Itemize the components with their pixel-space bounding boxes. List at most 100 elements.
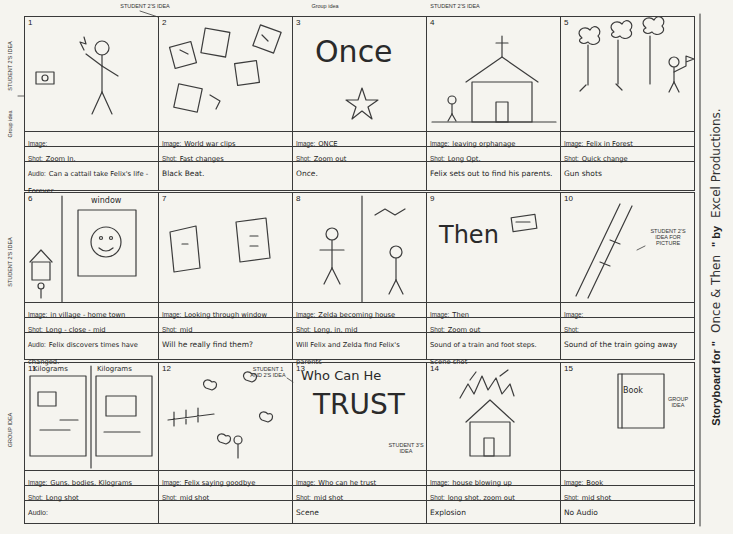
image-row: Image:World war clips	[159, 131, 292, 146]
field-value: No Audio	[564, 508, 598, 517]
annotation-note: STUDENT 2'S IDEA FOR PICTURE	[644, 228, 692, 246]
audio-row: Audio:Felix discovers times have changed…	[25, 332, 158, 360]
field-value: Zelda becoming house	[318, 311, 395, 319]
picture-text: Then	[439, 223, 499, 247]
image-row: Image:ONCE	[293, 131, 426, 146]
picture-text: Who Can He	[301, 369, 381, 382]
field-label: Image:	[162, 140, 181, 147]
field-value: mid	[180, 326, 193, 334]
field-label: Shot:	[28, 494, 43, 501]
field-label: Shot:	[28, 155, 43, 162]
panel-number: 1	[28, 18, 32, 27]
field-value: in village - home town	[50, 311, 125, 319]
title-handwriting: Once & Then	[709, 255, 723, 333]
storyboard-panel: Image:Zelda becoming houseShot:Long, in,…	[292, 192, 427, 360]
field-value: Zoom out	[448, 326, 481, 334]
field-value: mid shot	[582, 494, 611, 502]
audio-row: Felix sets out to find his parents.	[427, 161, 560, 191]
field-value: Long - close - mid	[46, 326, 106, 334]
field-value: house blowing up	[452, 479, 511, 487]
field-label: Shot:	[430, 155, 445, 162]
field-value: leaving orphanage	[452, 140, 515, 148]
shot-row: Shot:Zoom out	[427, 317, 560, 332]
field-label: Image:	[162, 311, 181, 318]
field-label: Image:	[564, 140, 583, 147]
field-label: Image:	[564, 311, 583, 318]
audio-row: No Audio	[561, 500, 694, 524]
field-label: Image:	[28, 311, 47, 318]
storyboard-panel: Image:World war clipsShot:Fast changesBl…	[158, 16, 293, 191]
audio-row: Will he really find them?	[159, 332, 292, 360]
image-row: Image:house blowing up	[427, 470, 560, 485]
field-value: Once.	[296, 169, 318, 178]
image-row: Image:Guns, bodies, Kilograms	[25, 470, 158, 485]
field-value: Sound of the train going away	[564, 340, 677, 349]
field-value: Long Opt.	[448, 155, 481, 163]
audio-row: Scene	[293, 500, 426, 524]
title-text: " by	[710, 226, 722, 247]
image-row: Image:Felix in Forest	[561, 131, 694, 146]
storyboard-panel: Image:leaving orphanageShot:Long Opt.Fel…	[426, 16, 561, 191]
shot-row: Shot:mid shot	[561, 485, 694, 500]
field-value: Scene	[296, 508, 319, 517]
picture-text: window	[91, 197, 121, 205]
image-row: Image:leaving orphanage	[427, 131, 560, 146]
picture-text: Kilograms	[33, 366, 68, 373]
image-row: Image:Book	[561, 470, 694, 485]
audio-row: Audio:Can a cattail take Felix's life - …	[25, 161, 158, 191]
annotation-note: Group idea	[7, 104, 15, 144]
field-label: Audio:	[28, 509, 48, 516]
field-value: World war clips	[184, 140, 235, 148]
storyboard-panel: Image:Guns, bodies, KilogramsShot:Long s…	[24, 362, 159, 524]
image-row: Image:Zelda becoming house	[293, 302, 426, 317]
annotation-note: STUDENT 1 AND 2'S IDEA	[248, 366, 288, 378]
image-row: Image:Who can he trust	[293, 470, 426, 485]
shot-row: Shot:Fast changes	[159, 146, 292, 161]
shot-row: Shot:mid	[159, 317, 292, 332]
panel-number: 2	[162, 18, 166, 27]
panel-number: 14	[430, 364, 439, 373]
panel-number: 15	[564, 364, 573, 373]
annotation-note: GROUP IDEA	[664, 396, 692, 408]
field-value: long shot, zoom out	[448, 494, 515, 502]
annotation-note: STUDENT 3'S IDEA	[388, 442, 424, 454]
shot-row: Shot:long shot, zoom out	[427, 485, 560, 500]
storyboard-panel: Image:house blowing upShot:long shot, zo…	[426, 362, 561, 524]
title-handwriting: Excel Productions.	[709, 108, 723, 218]
shot-row: Shot:mid shot	[159, 485, 292, 500]
audio-row: Gun shots	[561, 161, 694, 191]
shot-row: Shot:Long - close - mid	[25, 317, 158, 332]
panel-number: 12	[162, 364, 171, 373]
audio-row: Once.	[293, 161, 426, 191]
annotation-note: STUDENT 2'S IDEA	[110, 3, 180, 9]
field-label: Image:	[296, 479, 315, 486]
field-label: Shot:	[28, 326, 43, 333]
annotation-note: STUDENT 2'S IDEA	[7, 232, 15, 292]
field-label: Shot:	[564, 494, 579, 501]
field-value: Quick change	[582, 155, 628, 163]
field-value: Felix saying goodbye	[184, 479, 255, 487]
shot-row: Shot:Quick change	[561, 146, 694, 161]
field-label: Image:	[162, 479, 181, 486]
picture-text: TRUST	[313, 391, 405, 419]
panel-number: 9	[430, 194, 434, 203]
picture-text: Once	[315, 37, 393, 67]
image-row: Image:Looking through window	[159, 302, 292, 317]
panel-number: 5	[564, 18, 568, 27]
field-value: Looking through window	[184, 311, 267, 319]
field-label: Audio:	[28, 341, 46, 348]
audio-row	[159, 500, 292, 524]
field-label: Shot:	[296, 326, 311, 333]
field-label: Shot:	[296, 494, 311, 501]
field-value: Gun shots	[564, 169, 602, 178]
field-label: Audio:	[28, 170, 46, 177]
audio-row: Explosion	[427, 500, 560, 524]
field-value: Zoom out	[314, 155, 347, 163]
field-value: Guns, bodies, Kilograms	[50, 479, 132, 487]
field-label: Shot:	[564, 326, 579, 333]
panel-number: 6	[28, 194, 32, 203]
field-label: Shot:	[162, 155, 177, 162]
field-value: Explosion	[430, 508, 466, 517]
field-value: Long, in, mid	[314, 326, 358, 334]
